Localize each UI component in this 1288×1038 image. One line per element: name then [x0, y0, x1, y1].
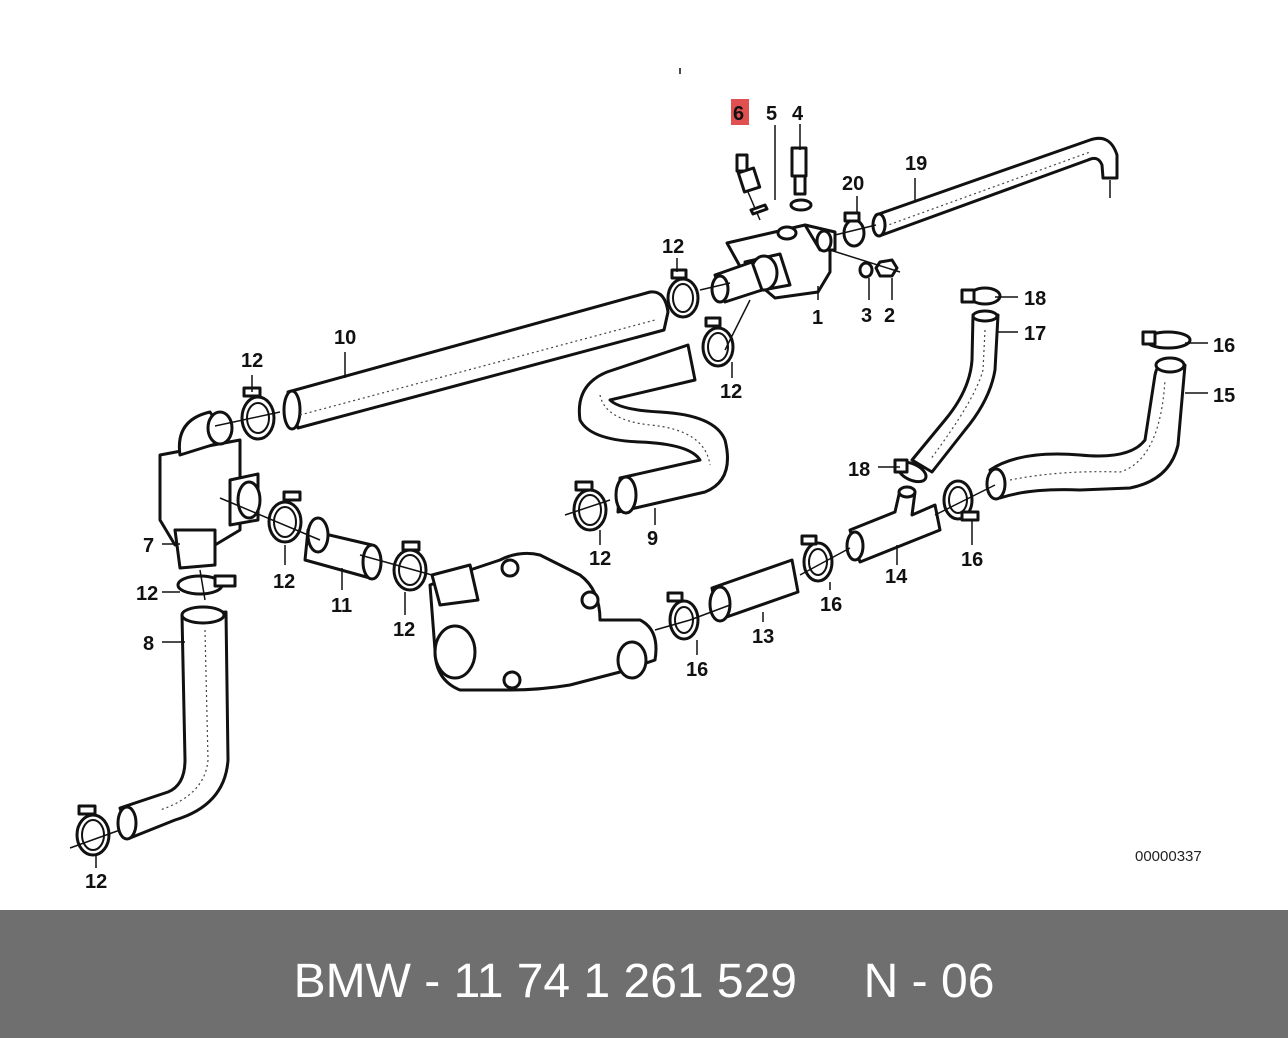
callout-20[interactable]: 20 [842, 173, 864, 195]
callout-6-highlight [731, 99, 749, 125]
washer-3 [858, 261, 874, 279]
callout-12-pump[interactable]: 12 [393, 619, 415, 641]
hose-15 [985, 356, 1187, 501]
y-pipe-14 [845, 485, 942, 564]
part-number-caption: BMW - 11 74 1 261 529 N - 06 [293, 955, 995, 1008]
clamp-18-bottom [893, 458, 928, 484]
document-number: 00000337 [1135, 848, 1202, 865]
hose-17 [910, 309, 1000, 474]
callout-9[interactable]: 9 [647, 528, 658, 550]
callout-12-bottom[interactable]: 12 [85, 871, 107, 893]
callout-16-top[interactable]: 16 [1213, 335, 1235, 357]
temperature-sender-6 [735, 153, 762, 221]
callout-12-mid[interactable]: 12 [720, 381, 742, 403]
callout-12-right7[interactable]: 12 [273, 571, 295, 593]
hose-10 [282, 290, 670, 431]
water-pump [428, 551, 658, 692]
clamp-16-right [942, 479, 980, 522]
callout-19[interactable]: 19 [905, 153, 927, 175]
callout-7[interactable]: 7 [143, 535, 154, 557]
callout-18-top[interactable]: 18 [1024, 288, 1046, 310]
clamp-12-pump [392, 540, 428, 592]
clamp-18-top [960, 286, 1002, 306]
clamp-16-mid [800, 534, 834, 583]
clamp-16-top [1141, 330, 1192, 350]
callout-6[interactable]: 6 [733, 103, 744, 125]
callout-12-left[interactable]: 12 [241, 350, 263, 372]
callout-12-top[interactable]: 12 [662, 236, 684, 258]
hose-9 [577, 343, 729, 515]
clamp-12-mid [701, 316, 735, 368]
hose-19 [871, 136, 1119, 238]
callout-8[interactable]: 8 [143, 633, 154, 655]
clamp-12-right7 [267, 490, 303, 544]
temperature-switch-4 [789, 146, 813, 212]
clamp-20 [842, 211, 866, 248]
callout-1[interactable]: 1 [812, 307, 823, 329]
callout-16-mid[interactable]: 16 [820, 594, 842, 616]
callout-13[interactable]: 13 [752, 626, 774, 648]
callout-15[interactable]: 15 [1213, 385, 1235, 407]
callout-3[interactable]: 3 [861, 305, 872, 327]
parts-diagram: 6 5 4 20 19 12 1 3 2 18 17 16 15 10 12 1… [69, 68, 1236, 893]
callout-4[interactable]: 4 [792, 103, 804, 125]
t-piece-7 [158, 410, 262, 570]
callout-18-bottom[interactable]: 18 [848, 459, 870, 481]
clamp-12-under7 [176, 574, 237, 596]
clamp-16-pump [666, 591, 700, 641]
callout-11[interactable]: 11 [331, 595, 352, 617]
washer-5 [749, 203, 769, 216]
callout-12-hose9[interactable]: 12 [589, 548, 611, 570]
hose-11 [303, 516, 383, 581]
clamp-12-left [240, 386, 276, 441]
callout-5[interactable]: 5 [766, 103, 777, 125]
clamp-12-top [666, 268, 700, 319]
clamp-12-bottom [75, 804, 111, 857]
hose-8 [116, 605, 230, 841]
callout-12-under7[interactable]: 12 [136, 583, 158, 605]
callout-2[interactable]: 2 [884, 305, 895, 327]
callout-16-pump[interactable]: 16 [686, 659, 708, 681]
callout-16-right[interactable]: 16 [961, 549, 983, 571]
callout-17[interactable]: 17 [1024, 323, 1046, 345]
callout-14[interactable]: 14 [885, 566, 908, 588]
part-number-banner: BMW - 11 74 1 261 529 N - 06 [0, 910, 1288, 1038]
hose-13 [708, 558, 800, 623]
clamp-12-hose9 [572, 480, 608, 532]
callout-10[interactable]: 10 [334, 327, 356, 349]
pipe-stub [710, 260, 764, 304]
